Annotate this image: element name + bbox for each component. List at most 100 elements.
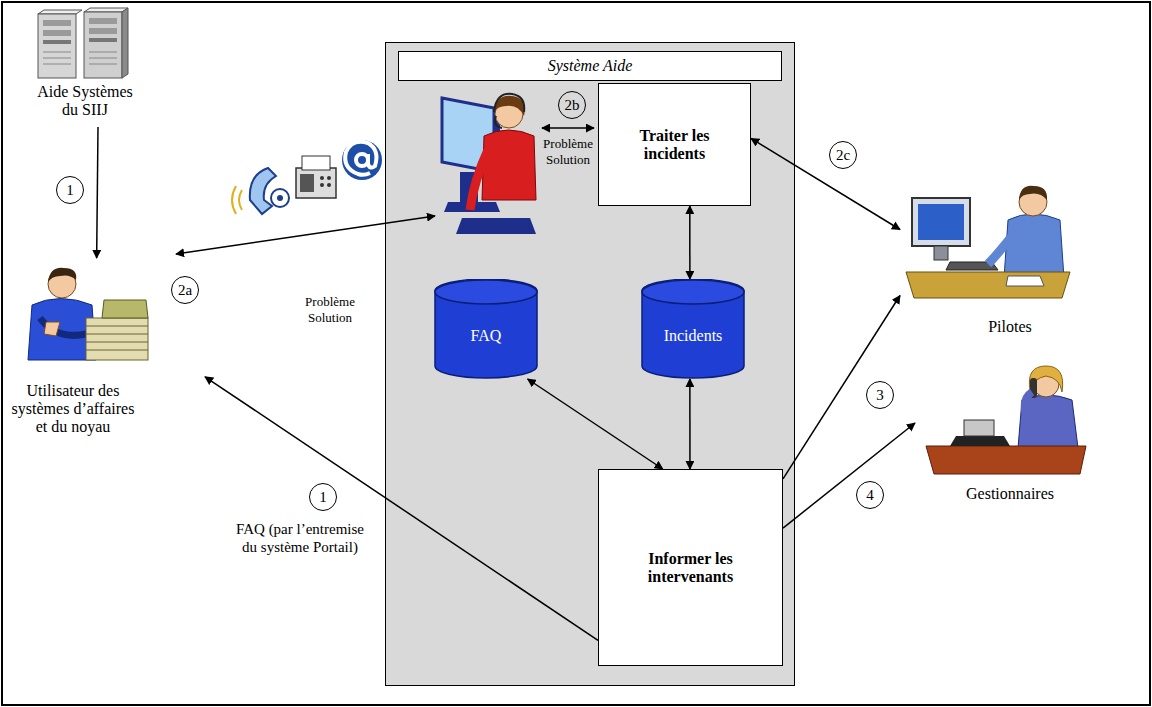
- cylinder-shape: [435, 280, 537, 304]
- pilot-icon: [1004, 214, 1064, 278]
- user-icon: [28, 268, 148, 360]
- actor-label: Aide Systèmes du SIIJ: [32, 83, 138, 119]
- pilot-icon: [934, 246, 948, 260]
- pilot-node: Pilotes: [900, 180, 1075, 345]
- callout-number: 2c: [829, 141, 857, 169]
- pilot-icon: [1019, 186, 1047, 200]
- pilot-icon: [988, 236, 1012, 264]
- user-icon: [86, 342, 148, 343]
- server-icon: [89, 52, 117, 53]
- server-icon: [89, 38, 117, 42]
- node-label: Traiter les incidents: [625, 127, 725, 163]
- server-icon: [38, 14, 76, 78]
- pilot-icon: [912, 198, 970, 246]
- manager-node: Gestionnaires: [915, 365, 1095, 510]
- user-icon: [86, 318, 148, 360]
- node-label: Incidents: [664, 327, 723, 345]
- user-icon: [86, 334, 148, 335]
- contact-icons: [320, 183, 324, 187]
- user-icon: [86, 326, 148, 327]
- contact-icons: [250, 168, 276, 214]
- callout-number: 4: [856, 481, 884, 509]
- operator-icon: [442, 94, 536, 234]
- contact-arrow: [176, 216, 435, 254]
- contact-icons: [327, 176, 331, 180]
- actor-label: Pilotes: [960, 318, 1060, 336]
- server-icon: [89, 64, 117, 65]
- operator-icon: [470, 150, 488, 210]
- contact-icons: [302, 156, 330, 170]
- manager-icon: [926, 446, 1086, 474]
- cylinder-shape: [435, 279, 537, 378]
- callout-number: 1: [56, 176, 84, 204]
- server-icon: [84, 8, 128, 12]
- connector-arrow: [97, 127, 98, 258]
- operator-icon: [482, 130, 536, 200]
- connector-arrow: [783, 296, 900, 479]
- contact-icons: [327, 183, 331, 187]
- server-icon: [89, 58, 117, 59]
- server-icon: [43, 58, 71, 59]
- server-icon: [43, 30, 71, 36]
- contact-icons: [296, 168, 336, 198]
- user-icon: [102, 300, 148, 318]
- server-icon: [38, 8, 128, 78]
- process-box: Traiter les incidents: [598, 83, 751, 206]
- panel-ground: [385, 42, 795, 686]
- actor-label: Utilisateur des systèmes d’affaires et d…: [11, 382, 135, 436]
- server-icon: [122, 8, 128, 78]
- user-icon: [44, 322, 60, 336]
- pilot-icon: [918, 204, 964, 240]
- manager-icon: [950, 436, 1010, 446]
- callout-number: 2a: [171, 276, 199, 304]
- flow-note: Problème Solution: [294, 294, 366, 326]
- database-cylinder: Incidents: [641, 279, 745, 379]
- contact-icons: [271, 189, 289, 207]
- contact-icons: [342, 140, 382, 180]
- actor-label: Gestionnaires: [955, 485, 1065, 503]
- contact-icons: [239, 190, 242, 210]
- user-node: Utilisateur des systèmes d’affaires et d…: [8, 258, 205, 456]
- operator-icon: [495, 116, 502, 128]
- connector-arrow: [783, 423, 915, 528]
- connector-arrow: [689, 206, 691, 279]
- server-icon: [43, 40, 71, 44]
- contact-icons: [320, 176, 324, 180]
- edge-label: FAQ (par l’entremise du système Portail): [233, 520, 368, 556]
- contact-icons: [300, 174, 314, 192]
- server-icon: [43, 64, 71, 65]
- operator-icon: [456, 218, 536, 234]
- connector-arrow: [205, 377, 598, 641]
- cylinder-shape: [642, 279, 744, 378]
- process-box: Informer les intervenants: [598, 469, 783, 666]
- user-icon: [48, 268, 76, 282]
- cylinder-shape: [642, 280, 744, 304]
- callout-number: 1: [309, 483, 337, 511]
- operator-icon: [494, 94, 524, 112]
- panel-title: Système Aide: [398, 51, 782, 81]
- manager-icon: [1025, 392, 1032, 420]
- connector-arrow: [528, 379, 663, 469]
- database-cylinder: FAQ: [434, 279, 538, 379]
- callout-number: 3: [866, 381, 894, 409]
- server-icon: [38, 10, 82, 14]
- server-node: Aide Systèmes du SIIJ: [20, 5, 150, 127]
- contact-icons: [232, 186, 236, 214]
- pilot-icon: [906, 272, 1070, 298]
- connector-arrow: [751, 138, 900, 229]
- server-icon: [89, 18, 117, 24]
- pilot-icon: [906, 186, 1070, 298]
- callout-number: 2b: [558, 91, 586, 119]
- user-icon: [86, 350, 148, 351]
- contact-icons: [232, 140, 382, 214]
- contact-icons: [345, 142, 376, 175]
- node-label: FAQ: [471, 327, 502, 345]
- server-icon: [84, 12, 122, 78]
- contact-icons: [277, 195, 283, 201]
- panel-ground: [385, 42, 795, 686]
- flow-note: Problème Solution: [537, 136, 599, 168]
- pilot-icon: [1006, 276, 1044, 286]
- connector-arrow: [689, 379, 691, 469]
